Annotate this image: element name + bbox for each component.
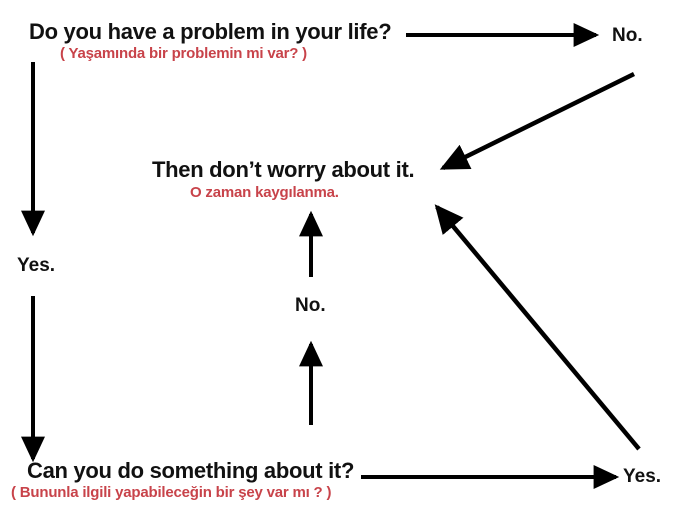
question-2-text-tr: ( Bununla ilgili yapabileceğin bir şey v… [11, 484, 332, 502]
question-1-text-en: Do you have a problem in your life? [29, 19, 392, 44]
node-answer: Then don’t worry about it. O zaman kaygı… [152, 157, 415, 202]
question-2-text-en: Can you do something about it? [27, 458, 355, 483]
question-1-text-tr: ( Yaşamında bir problemin mi var? ) [60, 45, 307, 63]
arrow-yes-bottom-to-answer [434, 204, 641, 451]
answer-text-tr: O zaman kaygılanma. [190, 184, 339, 202]
edge-label-no-center: No. [295, 295, 326, 316]
arrow-no-right-to-answer [439, 71, 635, 171]
answer-text-en: Then don’t worry about it. [152, 157, 415, 182]
edge-label-yes-bottom: Yes. [623, 466, 662, 487]
node-question-1: Do you have a problem in your life? ( Ya… [29, 19, 392, 63]
edge-label-no-top: No. [612, 25, 643, 46]
edge-label-yes-left: Yes. [17, 255, 56, 276]
node-question-2: Can you do something about it? ( Bununla… [11, 458, 355, 501]
